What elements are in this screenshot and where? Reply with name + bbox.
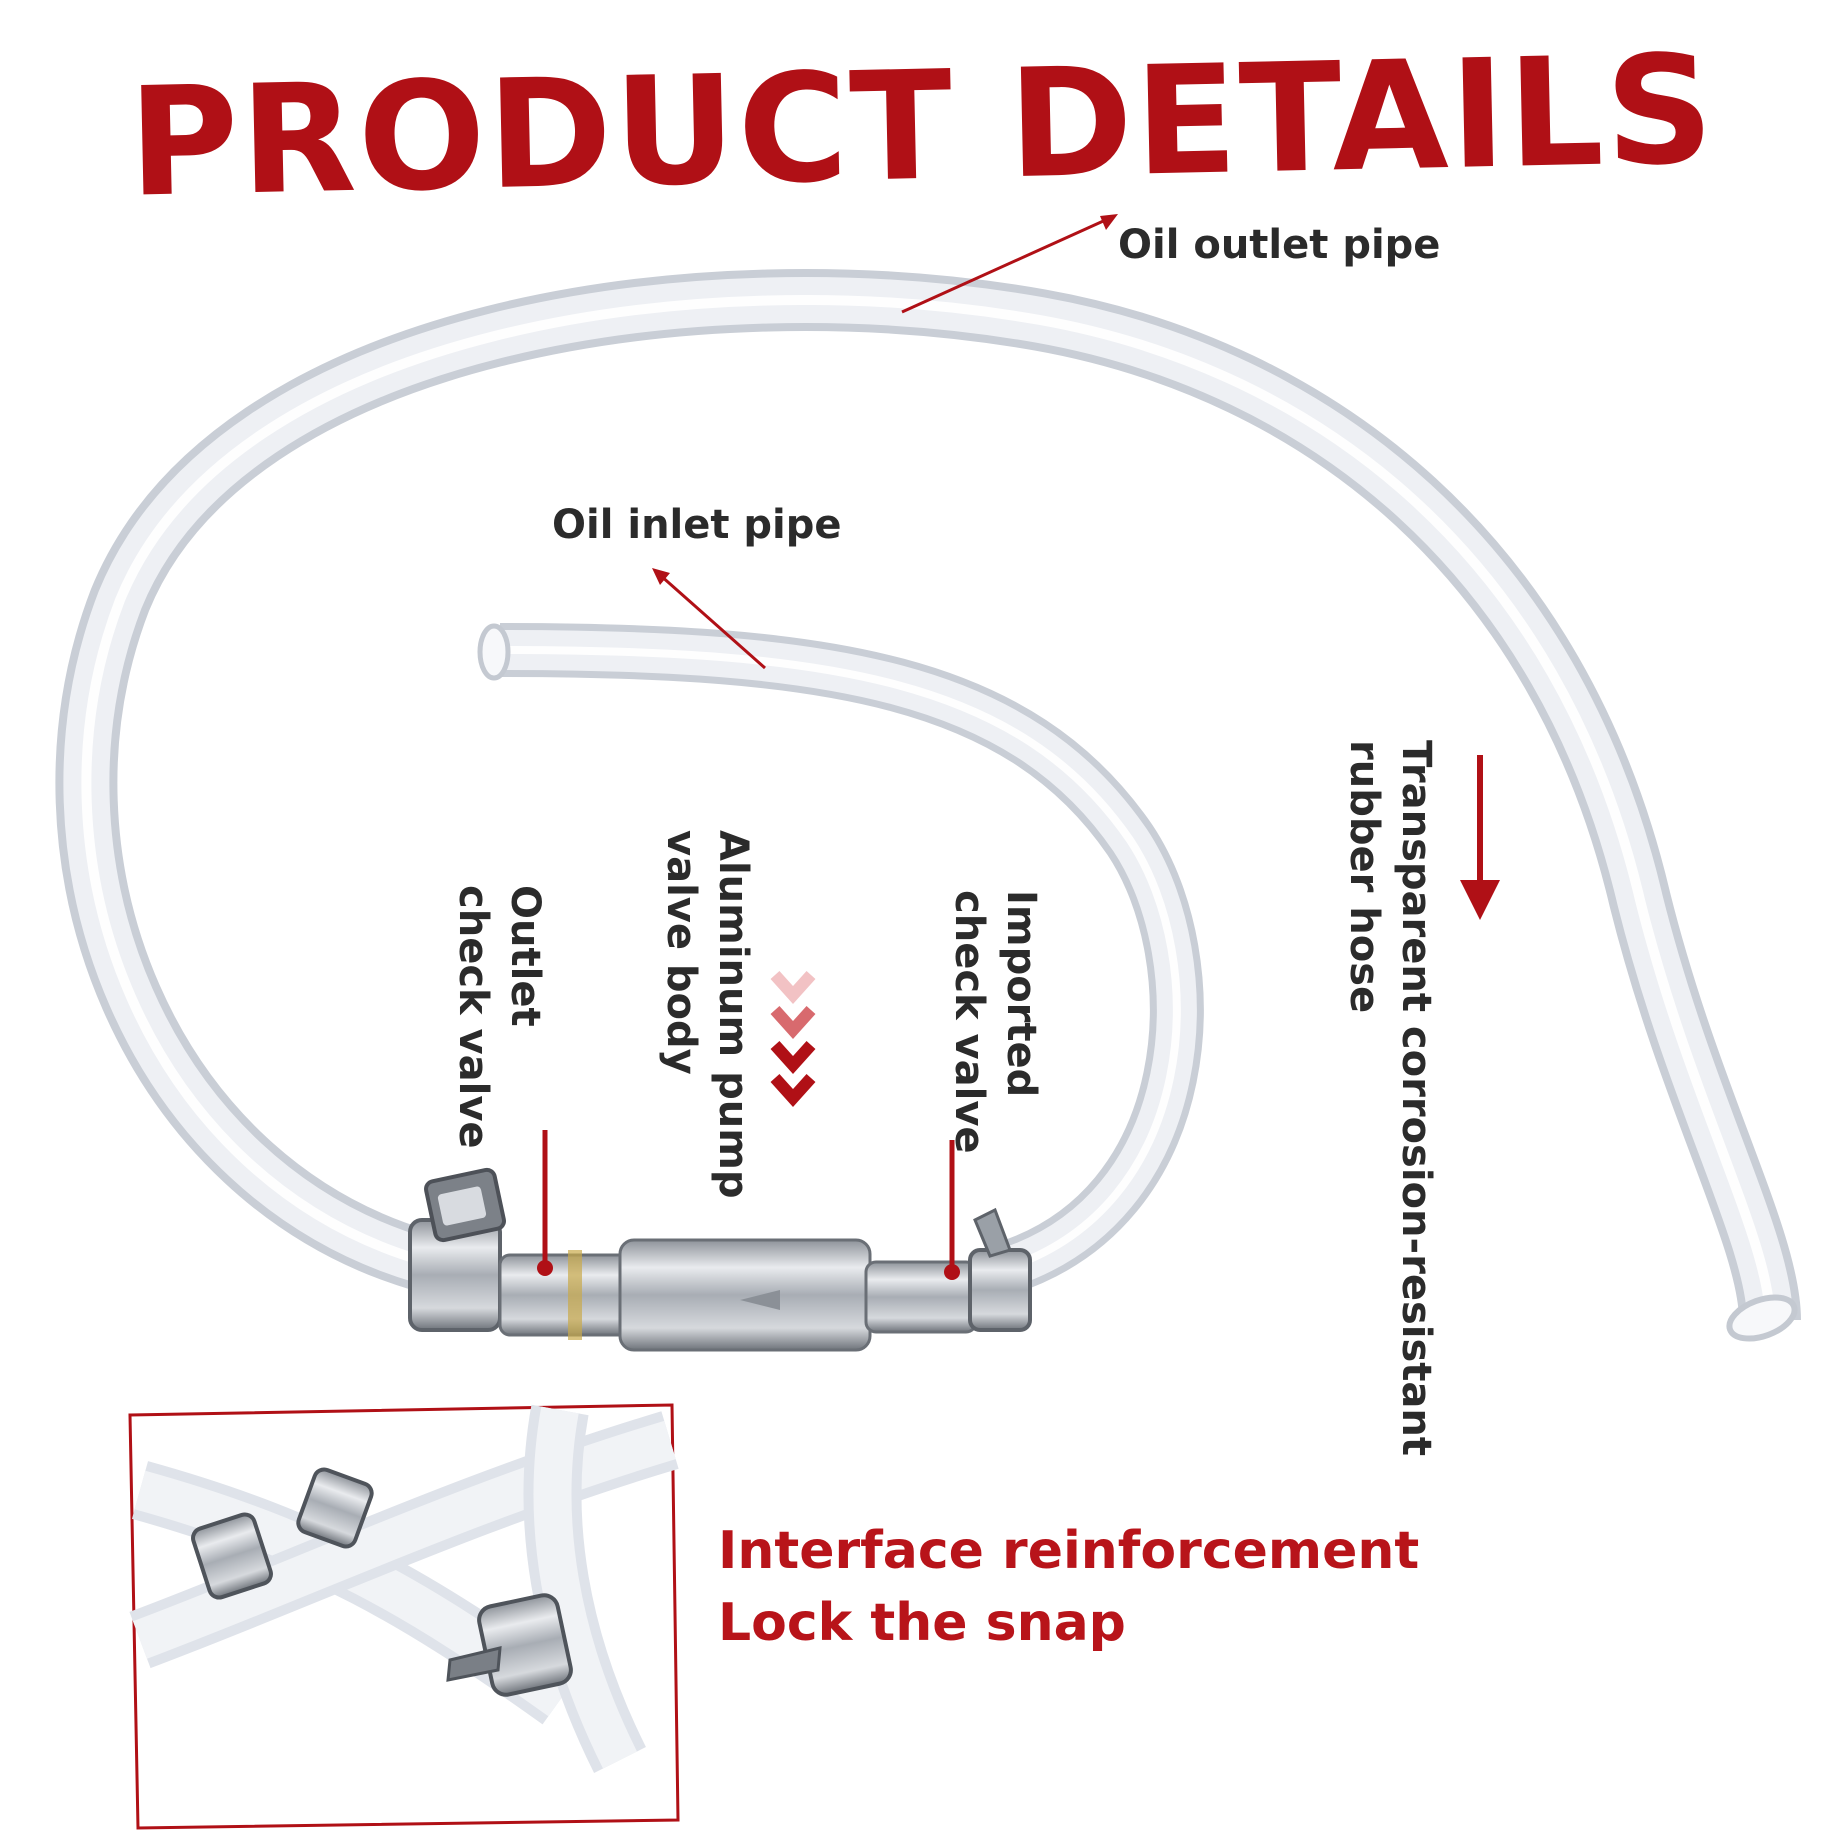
left-hose-clamp	[408, 1167, 506, 1332]
inlet-hose	[477, 623, 1204, 1296]
outlet-check-valve-label: Outlet check valve	[447, 885, 551, 1149]
outlet-check-valve	[498, 1250, 632, 1340]
oil-inlet-pipe-label: Oil inlet pipe	[552, 502, 842, 548]
aluminum-pump-body	[618, 1238, 872, 1352]
imported-valve-leader	[944, 1140, 960, 1280]
pump-label-line2: valve body	[658, 830, 704, 1075]
inset-caption: Interface reinforcement Lock the snap	[718, 1515, 1419, 1659]
outlet-hose	[55, 269, 1801, 1342]
hose-label-line2: rubber hose	[1341, 740, 1387, 1014]
oil-outlet-pipe-label: Oil outlet pipe	[1118, 222, 1441, 268]
inlet-pipe-arrow	[652, 568, 766, 670]
outlet-valve-label-line2: check valve	[450, 885, 496, 1149]
hose-description-label: Transparent corrosion-resistant rubber h…	[1338, 740, 1442, 1456]
outlet-valve-label-line1: Outlet	[502, 885, 548, 1027]
outlet-valve-leader	[537, 1130, 553, 1276]
hose-arrow	[1460, 755, 1500, 920]
inset-caption-line1: Interface reinforcement	[718, 1521, 1420, 1581]
hose-label-line1: Transparent corrosion-resistant	[1393, 740, 1439, 1456]
outlet-pipe-arrow	[901, 214, 1118, 314]
pump-label-line1: Aluminum pump	[710, 830, 756, 1199]
imported-valve-label-line1: Imported	[998, 890, 1044, 1098]
flow-chevrons-icon	[770, 970, 816, 1107]
right-hose-clamp	[968, 1207, 1032, 1332]
pump-body-label: Aluminum pump valve body	[655, 830, 759, 1199]
imported-valve-label-line2: check valve	[946, 890, 992, 1154]
inset-caption-line2: Lock the snap	[718, 1593, 1126, 1653]
imported-check-valve-label: Imported check valve	[943, 890, 1047, 1154]
inset-frame	[128, 1403, 680, 1830]
